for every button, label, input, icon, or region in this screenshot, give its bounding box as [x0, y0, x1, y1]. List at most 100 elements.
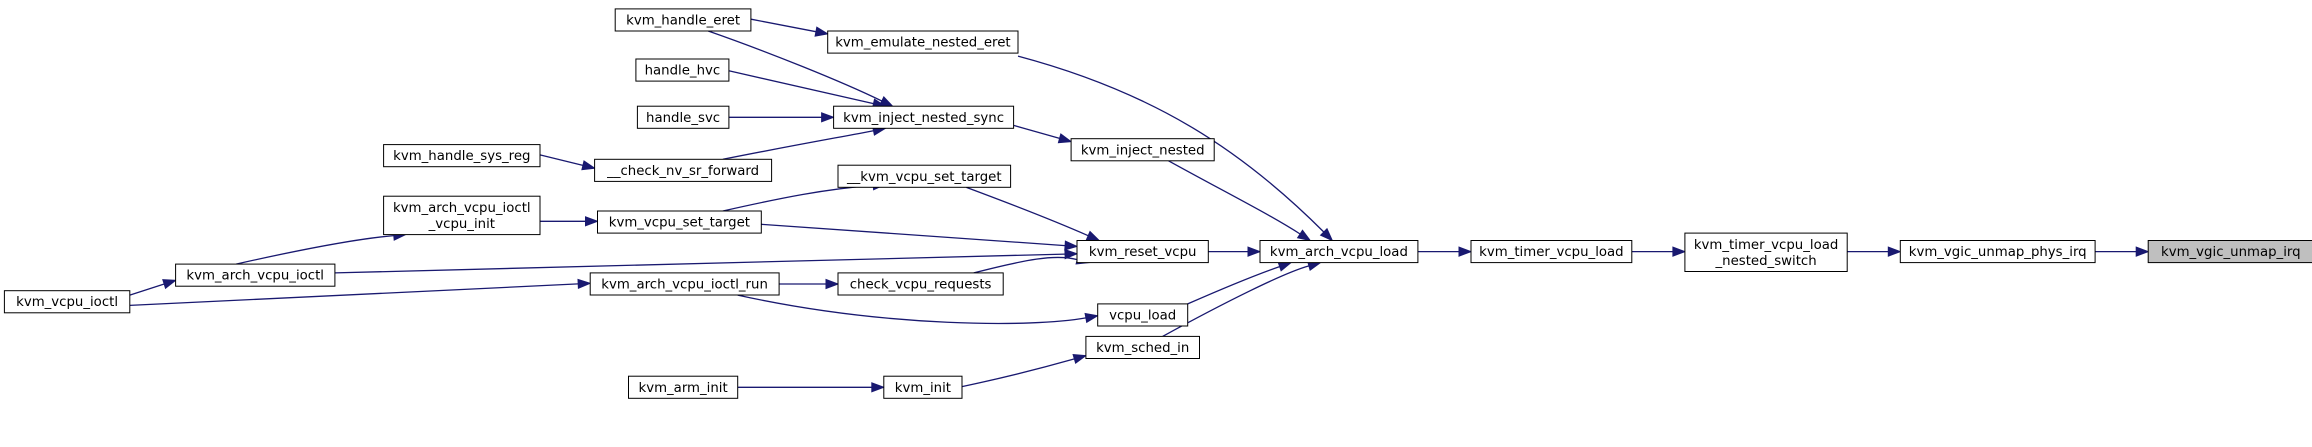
node-box	[589, 272, 780, 296]
edge-line	[961, 358, 1075, 388]
node-kvm-emulate-nested-eret[interactable]: kvm_emulate_nested_eret	[827, 30, 1019, 54]
node-box	[2147, 240, 2312, 264]
node-check-vcpu-requests[interactable]: check_vcpu_requests	[837, 272, 1004, 296]
edge-line	[761, 223, 1066, 247]
node-kvm-arch-vcpu-ioctl-vcpu-init[interactable]: kvm_arch_vcpu_ioctl_vcpu_init	[383, 195, 541, 236]
edge-kvm_arch_vcpu_load-to-kvm_timer_vcpu_load	[1417, 246, 1473, 257]
edge-line	[737, 294, 1087, 325]
node-label: _nested_switch	[1715, 254, 1817, 269]
node-kvm-arch-vcpu-ioctl-run[interactable]: kvm_arch_vcpu_ioctl_run	[589, 272, 780, 296]
node-kvm-timer-vcpu-load-nested-switch[interactable]: kvm_timer_vcpu_load_nested_switch	[1684, 232, 1848, 273]
arrowhead-icon	[1084, 312, 1100, 324]
node-kvm-vcpu-set-target-inner[interactable]: __kvm_vcpu_set_target	[837, 164, 1012, 188]
node-check-nv-sr-forward[interactable]: __check_nv_sr_forward	[594, 158, 773, 182]
edge-kvm_handle_eret-to-kvm_emulate_nested_eret	[750, 18, 830, 37]
node-box	[1097, 303, 1189, 327]
node-label: kvm_init	[895, 381, 951, 396]
edge-line	[750, 18, 817, 33]
edge-kvm_handle_sys_reg-to-check_nv_sr_forward	[539, 154, 596, 171]
node-box	[175, 263, 336, 287]
node-kvm-handle-eret[interactable]: kvm_handle_eret	[614, 8, 752, 32]
arrowhead-icon	[1458, 246, 1473, 257]
edge-line	[722, 184, 874, 212]
node-label: vcpu_load	[1109, 309, 1176, 324]
node-label: kvm_reset_vcpu	[1089, 245, 1197, 260]
edge-kvm_vcpu_ioctl-to-kvm_arch_vcpu_ioctl_run	[129, 278, 592, 307]
arrowhead-icon	[1247, 246, 1262, 257]
node-label: handle_hvc	[645, 64, 721, 79]
edge-line	[973, 256, 1078, 274]
node-vcpu-load[interactable]: vcpu_load	[1097, 303, 1189, 327]
edge-line	[728, 70, 874, 105]
arrowhead-icon	[1887, 246, 1902, 257]
node-kvm-arch-vcpu-load[interactable]: kvm_arch_vcpu_load	[1259, 240, 1419, 264]
node-kvm-handle-sys-reg[interactable]: kvm_handle_sys_reg	[383, 144, 541, 168]
node-label: __kvm_vcpu_set_target	[846, 170, 1002, 185]
edge-line	[1013, 124, 1060, 140]
node-box	[1076, 240, 1209, 264]
edge-line	[235, 234, 394, 265]
node-kvm-vcpu-set-target[interactable]: kvm_vcpu_set_target	[597, 210, 762, 234]
node-handle-svc[interactable]: handle_svc	[636, 105, 730, 129]
node-label: kvm_arch_vcpu_ioctl	[393, 201, 531, 216]
node-kvm-init[interactable]: kvm_init	[883, 375, 963, 399]
node-kvm-inject-nested[interactable]: kvm_inject_nested	[1070, 138, 1215, 162]
node-box	[1085, 335, 1201, 359]
arrowhead-icon	[1085, 230, 1101, 242]
node-label: handle_svc	[646, 111, 720, 126]
node-kvm-vcpu-ioctl[interactable]: kvm_vcpu_ioctl	[3, 290, 131, 314]
node-kvm-timer-vcpu-load[interactable]: kvm_timer_vcpu_load	[1470, 240, 1633, 264]
edge-line	[129, 283, 165, 296]
node-label: kvm_inject_nested	[1081, 143, 1205, 158]
node-label: __check_nv_sr_forward	[606, 164, 759, 179]
edge-line	[707, 30, 883, 102]
arrowhead-icon	[581, 160, 596, 171]
node-kvm-sched-in[interactable]: kvm_sched_in	[1085, 335, 1201, 359]
node-box	[883, 375, 963, 399]
arrowhead-icon	[814, 26, 830, 37]
node-kvm-arch-vcpu-ioctl[interactable]: kvm_arch_vcpu_ioctl	[175, 263, 336, 287]
arrowhead-icon	[2135, 246, 2150, 257]
edge-kvm_arch_vcpu_ioctl-to-kvm_reset_vcpu	[334, 248, 1079, 274]
node-kvm-vgic-unmap-phys-irq[interactable]: kvm_vgic_unmap_phys_irq	[1899, 240, 2096, 264]
arrowhead-icon	[1072, 353, 1088, 365]
node-label: kvm_inject_nested_sync	[843, 111, 1004, 126]
edge-line	[1168, 160, 1301, 235]
node-kvm-arm-init[interactable]: kvm_arm_init	[628, 375, 739, 399]
node-box	[635, 58, 730, 82]
edge-check_vcpu_requests-to-kvm_reset_vcpu	[973, 254, 1091, 274]
node-box	[837, 164, 1012, 188]
arrowhead-icon	[1319, 227, 1334, 242]
edge-kvm_init-to-kvm_sched_in	[961, 353, 1088, 388]
node-handle-hvc[interactable]: handle_hvc	[635, 58, 730, 82]
edge-kvm_arch_vcpu_ioctl-to-kvm_arch_vcpu_ioctl_vcpu_init	[235, 230, 408, 265]
node-box	[837, 272, 1004, 296]
edges	[129, 18, 2150, 393]
arrowhead-icon	[1057, 133, 1073, 144]
node-kvm-vgic-unmap-irq[interactable]: kvm_vgic_unmap_irq	[2147, 240, 2312, 264]
edge-kvm_vgic_unmap_phys_irq-to-kvm_vgic_unmap_irq	[2095, 246, 2150, 257]
node-box	[597, 210, 762, 234]
node-kvm-reset-vcpu[interactable]: kvm_reset_vcpu	[1076, 240, 1209, 264]
node-box	[1259, 240, 1419, 264]
node-box	[1470, 240, 1633, 264]
nodes: kvm_vgic_unmap_irq kvm_vgic_unmap_phys_ir…	[3, 8, 2312, 399]
arrowhead-icon	[1064, 240, 1079, 251]
node-kvm-inject-nested-sync[interactable]: kvm_inject_nested_sync	[833, 105, 1015, 129]
node-label: kvm_handle_sys_reg	[393, 149, 530, 164]
edge-kvm_arch_vcpu_ioctl_vcpu_init-to-kvm_vcpu_set_target	[540, 216, 599, 227]
arrowhead-icon	[1672, 246, 1687, 257]
edge-kvm_emulate_nested_eret-to-kvm_arch_vcpu_load	[1017, 55, 1334, 242]
node-label: kvm_handle_eret	[626, 13, 740, 28]
node-label: kvm_arch_vcpu_ioctl	[186, 269, 324, 284]
node-box	[628, 375, 739, 399]
edge-kvm_timer_vcpu_load-to-kvm_timer_vcpu_load_nested_switch	[1631, 246, 1687, 257]
edge-kvm_inject_nested-to-kvm_arch_vcpu_load	[1168, 160, 1312, 242]
node-box	[833, 105, 1015, 129]
node-label: kvm_vcpu_ioctl	[16, 295, 118, 310]
edge-kvm_timer_vcpu_load_nested_switch-to-kvm_vgic_unmap_phys_irq	[1847, 246, 1902, 257]
node-box	[636, 105, 730, 129]
node-label: kvm_arch_vcpu_ioctl_run	[601, 278, 768, 293]
node-label: kvm_emulate_nested_eret	[835, 36, 1010, 51]
